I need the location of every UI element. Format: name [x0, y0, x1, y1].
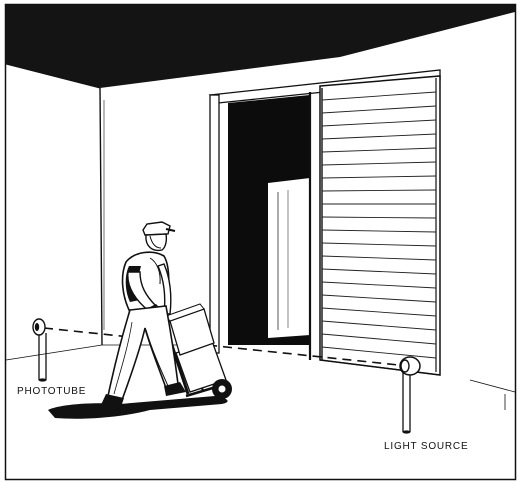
- sliding-door: [310, 76, 440, 375]
- inner-room-wall: [268, 178, 310, 338]
- light-source-label: LIGHT SOURCE: [384, 441, 468, 453]
- phototube-label: PHOTOTUBE: [17, 386, 86, 398]
